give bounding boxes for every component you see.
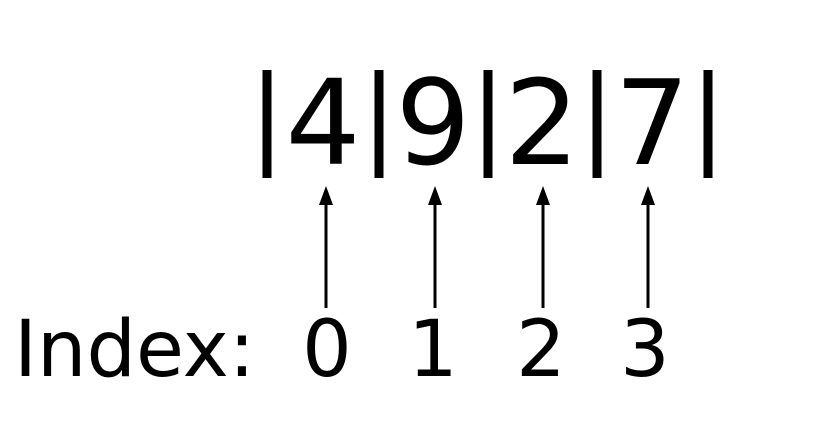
array-value-0: 4	[285, 54, 360, 192]
array-value-1: 9	[395, 54, 470, 192]
index-number-2: 2	[516, 305, 566, 395]
array-value-3: 7	[614, 54, 689, 192]
index-row: Index: 0 1 2 3	[14, 305, 670, 395]
arrow-1	[428, 186, 442, 308]
index-arrows	[319, 186, 655, 308]
arrow-head-2	[536, 186, 550, 205]
array-values: 4 9 2 7	[285, 54, 689, 192]
array-value-2: 2	[504, 54, 579, 192]
index-number-0: 0	[302, 305, 352, 395]
index-number-1: 1	[408, 305, 458, 395]
arrow-head-1	[428, 186, 442, 205]
arrow-0	[319, 186, 333, 308]
array-separators	[262, 70, 713, 178]
arrow-head-3	[641, 186, 655, 205]
arrow-2	[536, 186, 550, 308]
arrow-head-0	[319, 186, 333, 205]
index-number-3: 3	[620, 305, 670, 395]
arrow-3	[641, 186, 655, 308]
index-label: Index:	[14, 305, 255, 395]
